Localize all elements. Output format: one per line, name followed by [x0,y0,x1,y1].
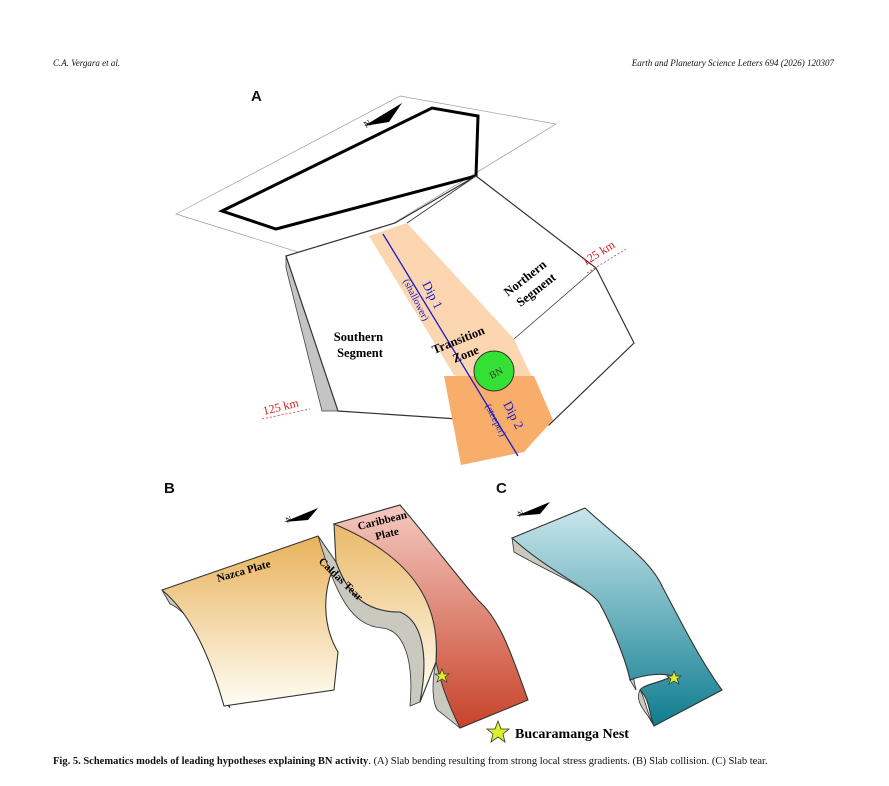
caribbean-plate [332,504,529,729]
caption-title: Schematics models of leading hypotheses … [83,756,369,767]
svg-text:N: N [516,508,525,519]
teal-slab [510,507,723,727]
depth-label-right: 125 km [579,237,618,268]
legend-star-label: Bucaramanga Nest [515,727,629,742]
depth-label-left: 125 km [261,395,300,418]
legend: Bucaramanga Nest [485,719,629,743]
panel-c-letter: C [496,480,507,497]
caption-text: . (A) Slab bending resulting from strong… [368,756,768,767]
panel-c: N [510,502,723,727]
map-plane [175,95,557,263]
panel-a: N BN Southern Segment Northern Segment [175,95,635,465]
north-arrow-icon: N [362,103,402,130]
nazca-plate [160,535,339,707]
panel-b: N Nazca Plate Caldas Tear Caribbean Plat… [160,504,529,729]
caption-label: Fig. 5. [53,756,81,767]
running-header-journal: Earth and Planetary Science Letters 694 … [631,58,834,68]
dip-axis-line [382,233,519,457]
figure-caption: Fig. 5. Schematics models of leading hyp… [53,755,843,768]
panel-b-letter: B [164,480,175,497]
bn-star-icon [665,670,683,685]
steeper-zone [444,376,553,465]
svg-text:N: N [284,514,293,525]
legend-star-icon [485,719,511,743]
svg-text:N: N [362,118,373,130]
north-arrow-icon: N [284,508,318,525]
region-outline [218,106,480,231]
bn-circle [473,350,515,392]
north-arrow-icon: N [516,502,550,519]
running-header-authors: C.A. Vergara et al. [53,58,121,68]
panel-a-letter: A [251,88,262,105]
bn-star-icon [433,668,451,683]
southern-segment-label: Southern Segment [334,330,386,360]
